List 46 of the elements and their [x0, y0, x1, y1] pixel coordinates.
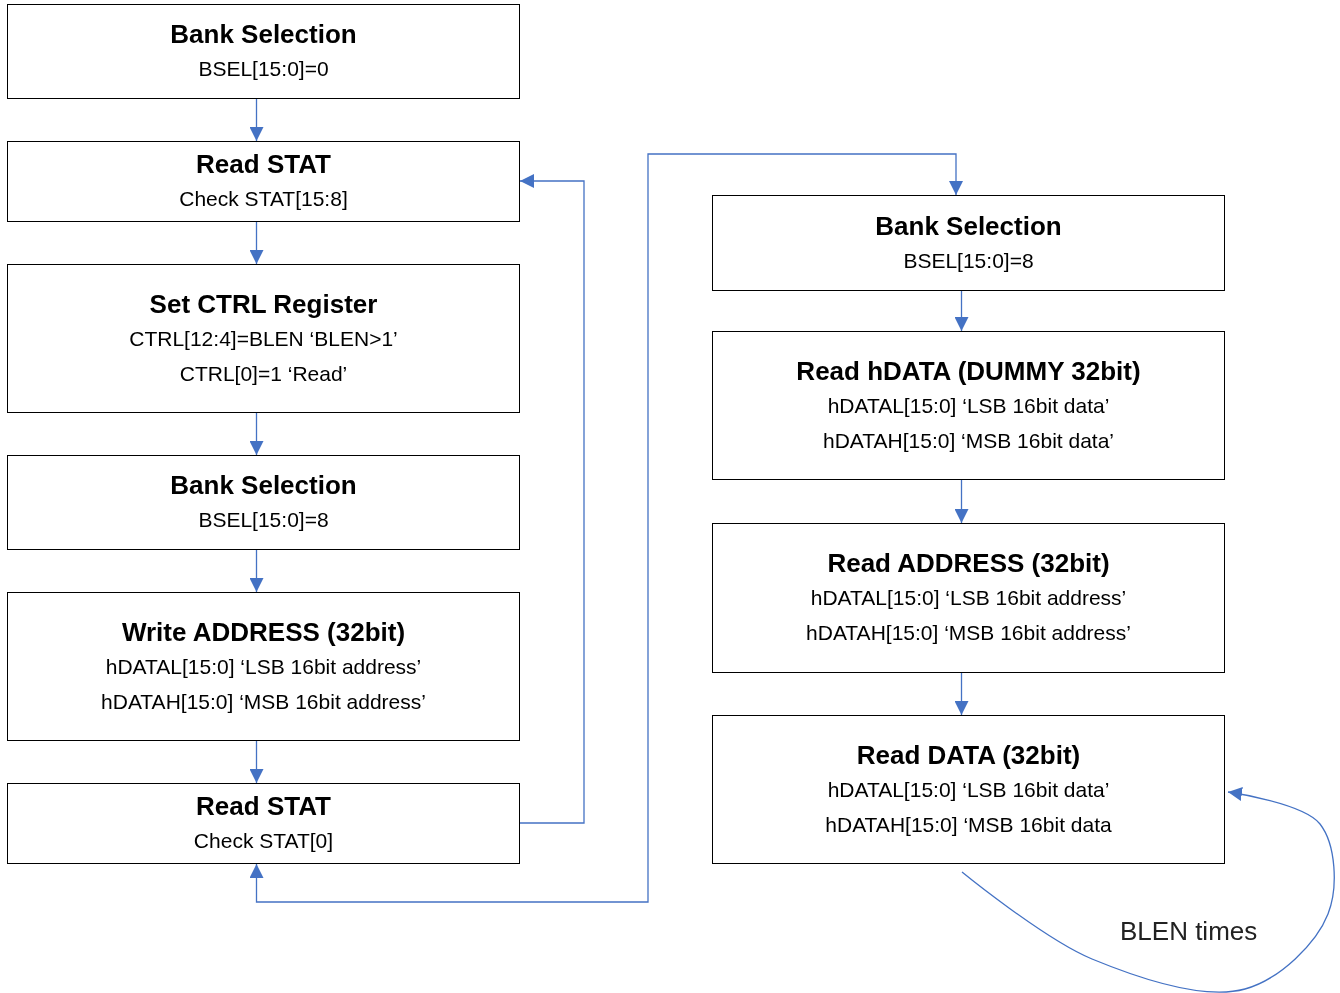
process-box	[7, 455, 520, 550]
step-title: Read ADDRESS (32bit)	[827, 547, 1110, 580]
arrow	[954, 479, 969, 524]
process-box	[712, 715, 1225, 864]
arrow	[249, 412, 264, 456]
arrow	[249, 740, 264, 784]
arrow	[961, 787, 1335, 993]
step-detail: Check STAT[15:8]	[179, 186, 348, 212]
step-title: Read hDATA (DUMMY 32bit)	[796, 354, 1141, 388]
step-detail: CTRL[0]=1 ‘Read’	[179, 360, 348, 387]
step-title: Write ADDRESS (32bit)	[121, 615, 406, 649]
step-title: Read DATA (32bit)	[856, 738, 1081, 772]
step-title: Read STAT	[196, 790, 331, 823]
step-detail: hDATAH[15:0] ‘MSB 16bit data	[825, 811, 1112, 838]
step-detail: hDATAL[15:0] ‘LSB 16bit data’	[827, 392, 1110, 419]
step-title: Set CTRL Register	[149, 287, 378, 321]
step-title: Read STAT	[196, 148, 331, 181]
arrow	[954, 672, 969, 716]
step-detail: hDATAL[15:0] ‘LSB 16bit data’	[827, 776, 1110, 803]
arrow	[249, 549, 264, 593]
step-detail: CTRL[12:4]=BLEN ‘BLEN>1’	[129, 325, 398, 352]
step-detail: hDATAL[15:0] ‘LSB 16bit address’	[810, 585, 1127, 611]
process-box	[712, 195, 1225, 291]
process-box	[7, 783, 520, 864]
step-detail: hDATAL[15:0] ‘LSB 16bit address’	[105, 653, 422, 680]
step-detail: hDATAH[15:0] ‘MSB 16bit data’	[823, 427, 1114, 454]
step-detail: hDATAH[15:0] ‘MSB 16bit address’	[101, 688, 426, 715]
step-title: Bank Selection	[170, 469, 357, 502]
arrow	[954, 290, 969, 332]
step-detail: hDATAH[15:0] ‘MSB 16bit address’	[806, 620, 1131, 646]
arrow	[519, 174, 585, 824]
process-box	[712, 523, 1225, 673]
process-box	[712, 331, 1225, 480]
step-title: Bank Selection	[170, 18, 357, 51]
step-detail: BSEL[15:0]=8	[198, 507, 329, 533]
process-box	[7, 141, 520, 222]
process-box	[7, 592, 520, 741]
arrow	[249, 153, 963, 903]
process-box	[7, 4, 520, 99]
arrow	[249, 221, 264, 265]
arrow	[249, 98, 264, 142]
step-title: Bank Selection	[875, 209, 1062, 243]
step-detail: Check STAT[0]	[193, 828, 334, 854]
step-detail: BSEL[15:0]=8	[903, 247, 1034, 274]
process-box	[7, 264, 520, 413]
step-detail: BSEL[15:0]=0	[198, 56, 329, 82]
